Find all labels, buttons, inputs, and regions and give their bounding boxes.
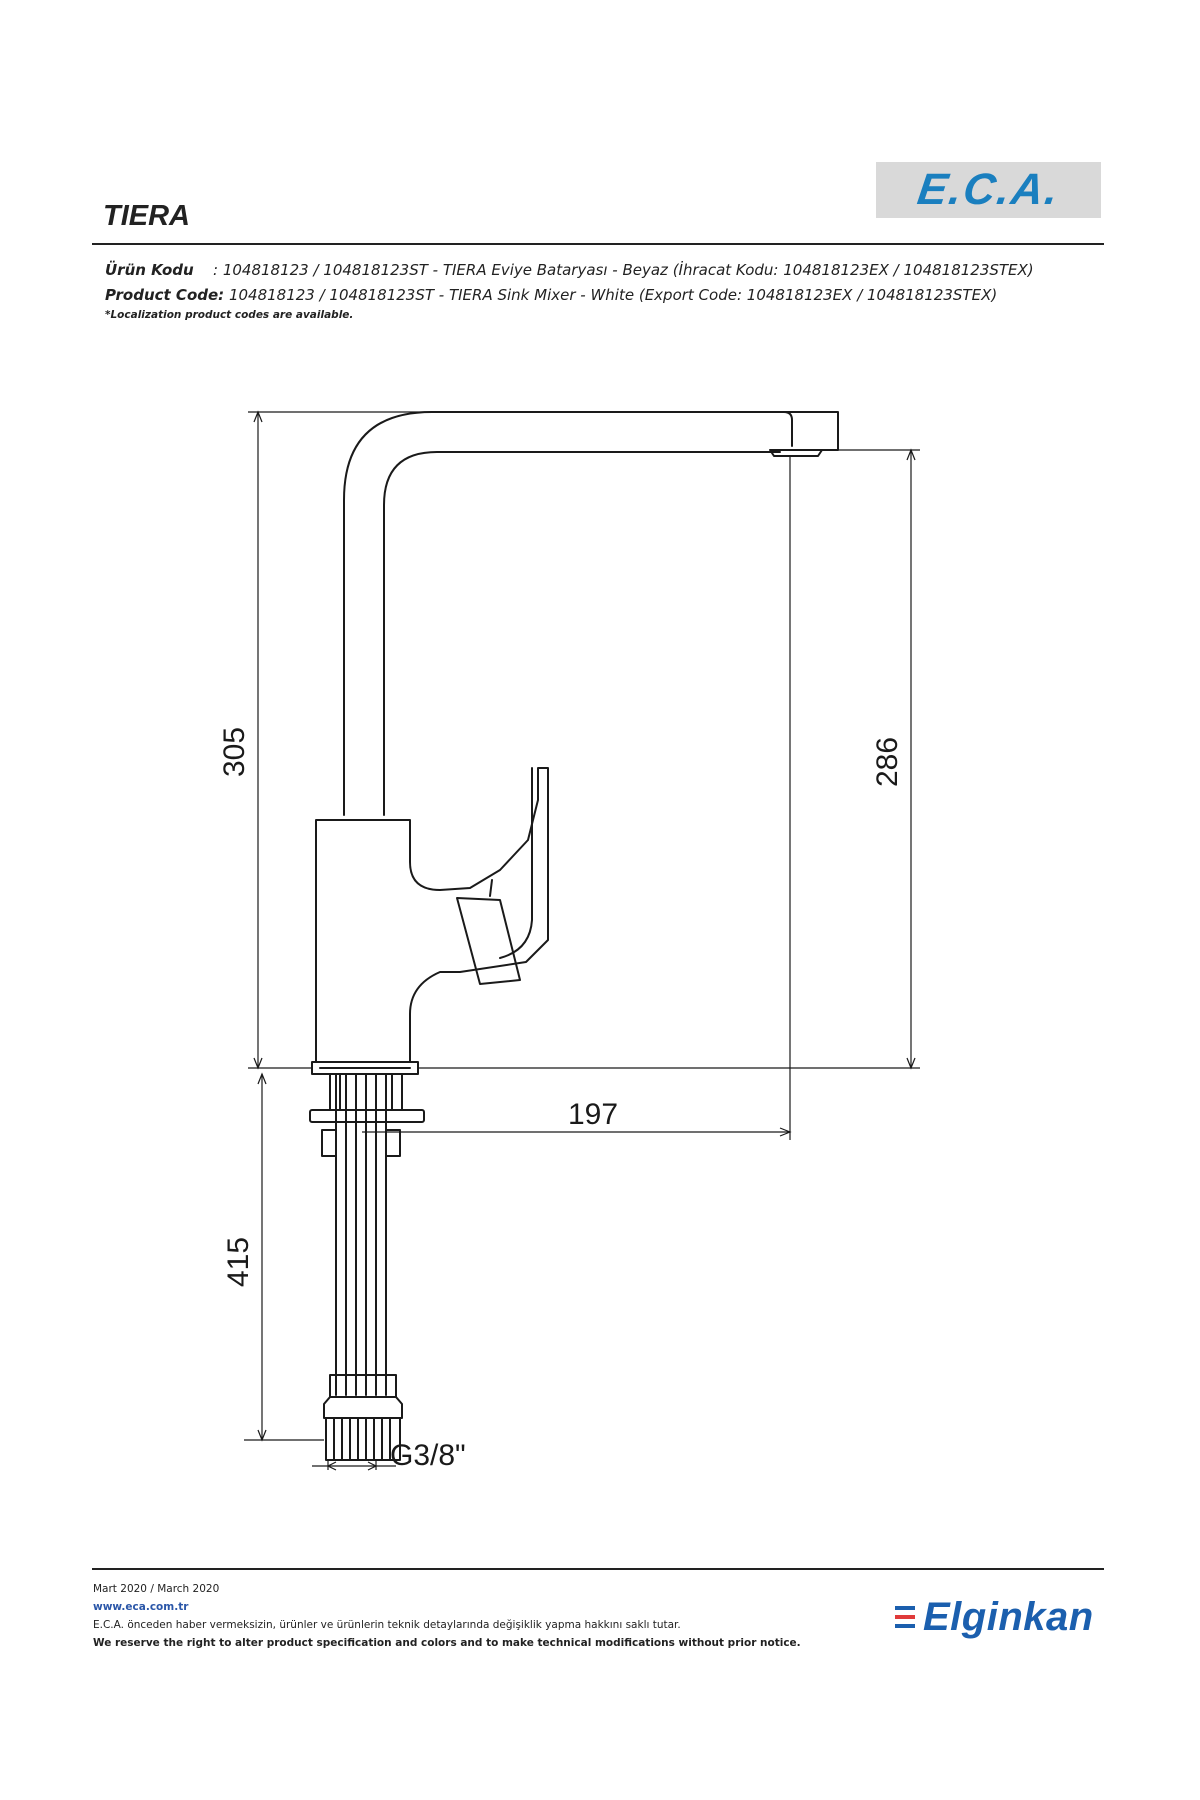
disclaimer-en: We reserve the right to alter product sp… (93, 1637, 801, 1649)
footer-text: Mart 2020 / March 2020 www.eca.com.tr E.… (93, 1580, 801, 1652)
product-title: TIERA (103, 200, 190, 232)
spout-outline (343, 411, 839, 816)
dim-spout-reach: 197 (568, 1098, 618, 1131)
lever-joint (456, 897, 521, 985)
spout-inner (383, 451, 781, 816)
product-codes: Ürün Kodu : 104818123 / 104818123ST - TIE… (105, 258, 1034, 322)
footer-divider (92, 1568, 1104, 1570)
urun-kodu-value: : 104818123 / 104818123ST - TIERA Eviye … (213, 261, 1034, 279)
eca-logo: E.C.A. (876, 162, 1101, 218)
dim-height-total: 305 (218, 727, 251, 777)
elginkan-logo-icon (895, 1606, 915, 1628)
product-code-value: 104818123 / 104818123ST - TIERA Sink Mix… (228, 286, 998, 304)
urun-kodu-label: Ürün Kodu (105, 261, 194, 279)
spout-tip (783, 411, 793, 447)
website-link[interactable]: www.eca.com.tr (93, 1601, 189, 1613)
lever-handle (499, 767, 533, 959)
header-divider (92, 243, 1104, 245)
product-code-label: Product Code: (105, 286, 225, 304)
disclaimer-tr: E.C.A. önceden haber vermeksizin, ürünle… (93, 1619, 681, 1631)
product-code-line: Product Code: 104818123 / 104818123ST - … (105, 283, 1034, 308)
mixer-body (315, 767, 549, 1063)
dimension-lines (244, 410, 920, 1471)
urun-kodu-line: Ürün Kodu : 104818123 / 104818123ST - TIE… (105, 258, 1034, 283)
dim-thread: G3/8" (390, 1439, 466, 1472)
dim-hose-length: 415 (222, 1237, 255, 1287)
elginkan-logo: Elginkan (895, 1595, 1094, 1639)
footer-date: Mart 2020 / March 2020 (93, 1583, 220, 1595)
localization-note: *Localization product codes are availabl… (105, 309, 354, 321)
dim-spout-height: 286 (871, 737, 904, 787)
supply-hoses (321, 1073, 403, 1461)
